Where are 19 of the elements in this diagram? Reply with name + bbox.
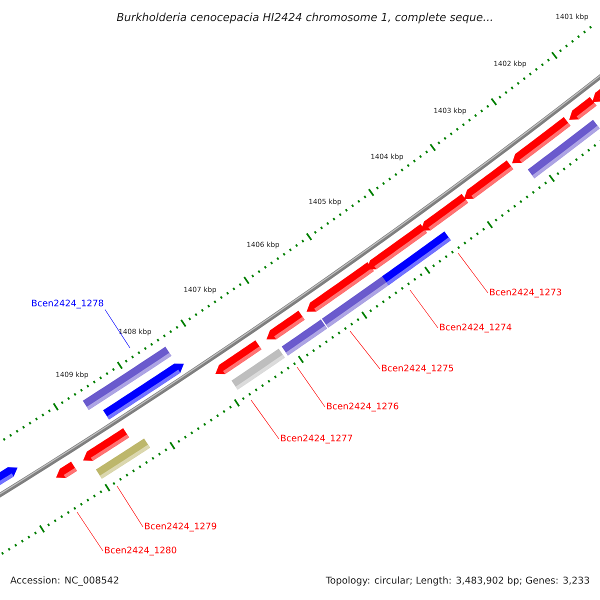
gene-label: Bcen2424_1278 — [32, 300, 104, 308]
gene-label: Bcen2424_1280 — [105, 546, 176, 556]
accession-text: Accession: NC_008542 — [10, 576, 118, 586]
gene-label: Bcen2424_1277 — [281, 434, 352, 444]
leader-line — [410, 290, 438, 328]
leader-line — [350, 330, 380, 370]
leader-line — [296, 366, 326, 408]
summary-text: Topology: circular; Length: 3,483,902 bp; Genes: 3,233 — [326, 576, 590, 586]
title: Burkholderia cenocepacia HI2424 chromosome 1, complete seque... — [116, 12, 492, 24]
leader-line — [458, 252, 488, 294]
leader-line — [104, 309, 130, 348]
leader-line — [116, 486, 144, 528]
leader-line — [76, 512, 104, 552]
gene-label: Bcen2424_1275 — [382, 364, 454, 374]
leader-line — [250, 400, 280, 440]
gene-label: Bcen2424_1279 — [145, 522, 216, 532]
gene-label: Bcen2424_1274 — [440, 324, 512, 332]
gene-label: Bcen2424_1276 — [327, 402, 398, 412]
gene-label: Bcen2424_1273 — [490, 288, 562, 298]
